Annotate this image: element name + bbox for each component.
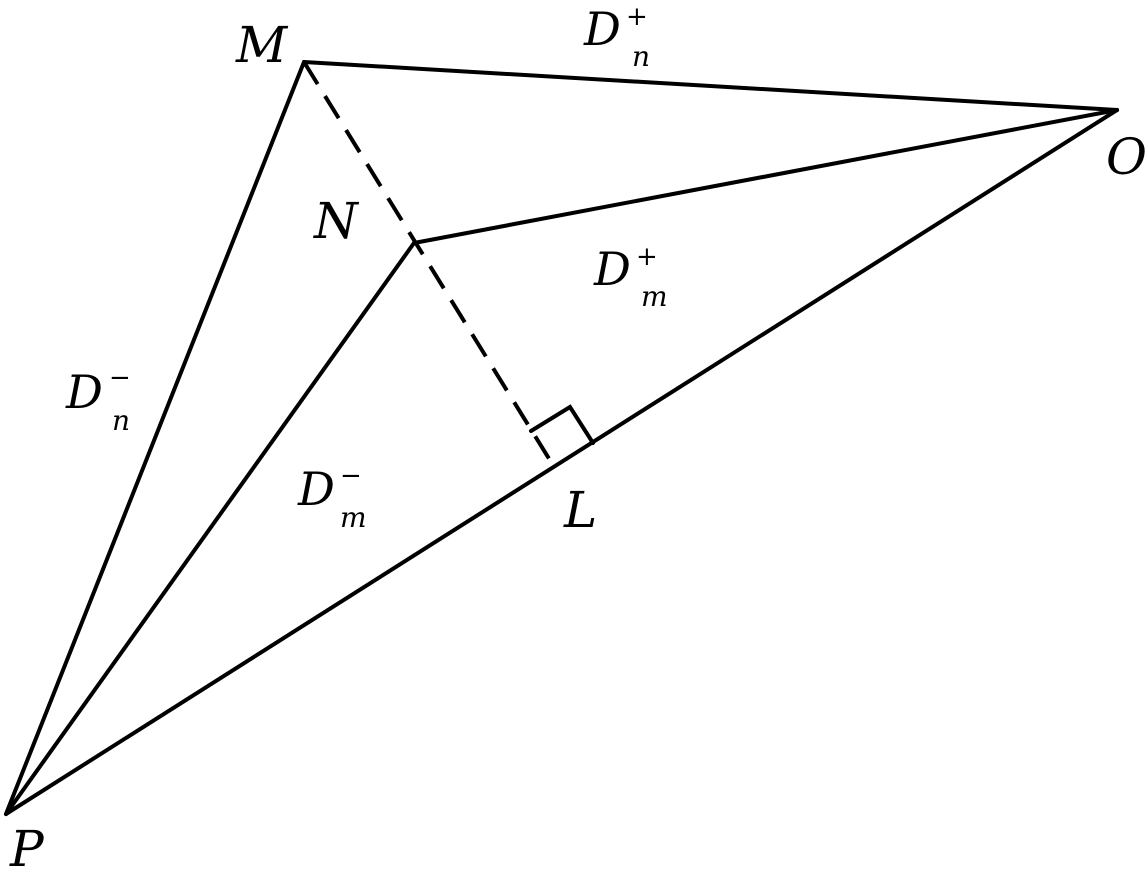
region-label-dm-minus: D − m [297, 461, 367, 534]
region-sign: + [636, 242, 658, 272]
region-subscript: m [340, 501, 367, 534]
segment-np [4, 241, 416, 816]
segment-mp [4, 60, 306, 816]
segment-po [4, 108, 1119, 816]
region-subscript: m [641, 280, 668, 313]
region-letter: D [297, 462, 335, 516]
region-sign: − [109, 363, 131, 393]
region-letter: D [65, 365, 103, 419]
region-subscript: n [632, 40, 650, 73]
region-sign: + [626, 2, 648, 32]
region-label-dn-minus: D − n [65, 363, 131, 437]
region-letter: D [593, 242, 631, 296]
region-label-dm-plus: D + m [593, 242, 668, 313]
region-letter: D [583, 2, 621, 56]
region-subscript: n [112, 404, 130, 437]
region-sign: − [340, 461, 362, 491]
region-label-dn-plus: D + n [583, 2, 650, 73]
segment-no [412, 108, 1119, 245]
point-label-m: M [235, 16, 289, 74]
point-label-l: L [563, 481, 597, 539]
point-label-n: N [313, 192, 360, 250]
segment-mo [302, 60, 1119, 112]
point-label-p: P [9, 820, 45, 869]
segment-ml-dashed [302, 60, 558, 472]
right-angle-marker [529, 404, 595, 445]
point-label-o: O [1106, 128, 1147, 186]
